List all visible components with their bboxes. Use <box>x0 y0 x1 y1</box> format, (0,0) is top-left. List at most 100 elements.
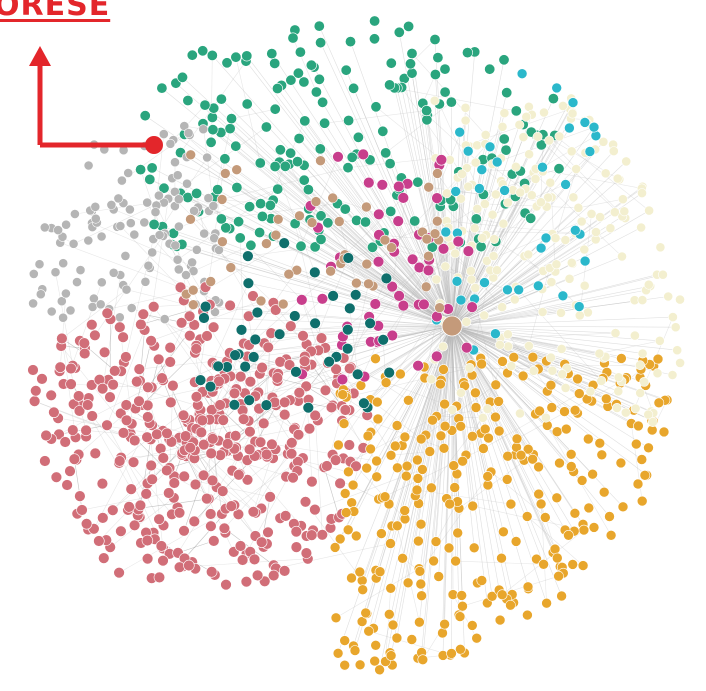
network-node-orange <box>579 525 589 535</box>
network-node-cyan <box>570 225 580 235</box>
network-node-teal <box>344 303 355 314</box>
network-node-orange <box>568 559 578 569</box>
network-node-red <box>49 407 60 418</box>
network-node-orange <box>616 458 626 468</box>
network-node-gray <box>174 222 183 231</box>
network-node-orange <box>372 456 382 466</box>
network-node-gray <box>159 130 168 139</box>
network-node-green <box>405 59 415 69</box>
network-node-orange <box>333 440 343 450</box>
network-edge <box>74 459 82 510</box>
network-node-teal <box>359 398 370 409</box>
network-node-tan <box>328 193 338 203</box>
network-node-teal <box>365 318 376 329</box>
network-node-red <box>191 391 202 402</box>
network-node-teal <box>195 375 206 386</box>
network-node-red <box>202 331 213 342</box>
network-node-orange <box>416 434 426 444</box>
network-node-orange <box>522 610 532 620</box>
network-node-teal <box>279 238 290 249</box>
network-node-orange <box>386 583 396 593</box>
network-node-tan <box>188 300 198 310</box>
network-node-orange <box>618 502 628 512</box>
network-node-orange <box>491 380 501 390</box>
network-node-green <box>208 125 218 135</box>
network-node-orange <box>560 407 570 417</box>
network-node-red <box>196 427 207 438</box>
network-node-teal <box>291 367 302 378</box>
network-node-red <box>158 453 169 464</box>
network-node-red <box>55 362 66 373</box>
network-node-orange <box>348 480 358 490</box>
network-node-red <box>28 365 39 376</box>
network-node-red <box>77 505 88 516</box>
network-node-tan <box>361 202 371 212</box>
network-node-green <box>273 184 283 194</box>
network-node-green <box>147 163 157 173</box>
network-node-teal <box>200 301 211 312</box>
network-node-orange <box>449 461 459 471</box>
network-node-orange <box>506 600 516 610</box>
network-node-cream <box>622 157 631 166</box>
network-node-red <box>279 566 290 577</box>
network-node-gray <box>109 268 118 277</box>
network-node-tan <box>220 168 230 178</box>
network-node-green <box>476 242 486 252</box>
network-node-cream <box>609 147 618 156</box>
network-node-teal <box>243 278 254 289</box>
network-node-cream <box>441 262 450 271</box>
network-node-red <box>138 309 149 320</box>
network-node-tan <box>261 239 271 249</box>
network-node-red <box>165 342 176 353</box>
network-node-teal <box>342 343 353 354</box>
network-node-magenta <box>467 302 478 313</box>
network-node-cream <box>464 182 473 191</box>
network-node-orange <box>570 405 580 415</box>
network-node-cyan <box>441 227 451 237</box>
network-node-orange <box>333 648 343 658</box>
network-node-green <box>191 188 201 198</box>
network-node-tan <box>273 214 283 224</box>
network-node-red <box>235 541 246 552</box>
network-node-orange <box>390 441 400 451</box>
network-node-cyan <box>492 157 502 167</box>
network-node-cream <box>519 133 528 142</box>
network-node-orange <box>506 499 516 509</box>
network-node-red <box>279 397 290 408</box>
network-node-green <box>554 164 564 174</box>
network-node-orange <box>599 487 609 497</box>
network-node-magenta <box>296 295 307 306</box>
network-node-orange <box>503 451 513 461</box>
network-node-orange <box>574 389 584 399</box>
network-node-orange <box>494 426 504 436</box>
network-node-green <box>198 46 208 56</box>
network-node-cream <box>503 198 512 207</box>
callout-arrow-head <box>29 46 51 66</box>
callout-label-box: ORESE <box>0 0 134 42</box>
network-node-green <box>369 34 379 44</box>
network-node-cream <box>536 198 545 207</box>
network-node-orange <box>363 431 373 441</box>
network-node-green <box>255 198 265 208</box>
network-node-red <box>267 439 278 450</box>
network-node-orange <box>522 511 532 521</box>
network-node-cream <box>610 208 619 217</box>
network-node-red <box>102 420 113 431</box>
network-node-gray <box>192 245 201 254</box>
network-node-red <box>141 489 152 500</box>
network-node-red <box>286 448 297 459</box>
network-node-green <box>430 34 440 44</box>
network-node-cream <box>601 169 610 178</box>
network-node-teal <box>244 395 255 406</box>
network-node-red <box>291 526 302 537</box>
network-node-green <box>216 214 226 224</box>
network-node-orange <box>494 396 504 406</box>
network-node-orange <box>362 463 372 473</box>
network-node-cream <box>522 112 531 121</box>
network-node-red <box>299 356 310 367</box>
network-node-green <box>242 99 252 109</box>
network-node-cream <box>631 404 640 413</box>
network-node-green <box>345 36 355 46</box>
network-node-red <box>75 491 86 502</box>
network-node-green <box>433 52 443 62</box>
